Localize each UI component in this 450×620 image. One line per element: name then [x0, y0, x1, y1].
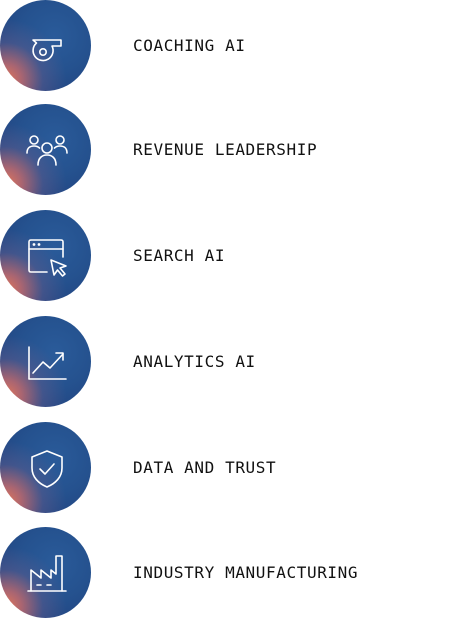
item-label: COACHING AI [133, 36, 246, 55]
item-label: ANALYTICS AI [133, 352, 256, 371]
list-item-coaching-ai[interactable]: COACHING AI [0, 0, 450, 92]
item-label: SEARCH AI [133, 246, 226, 265]
team-icon [26, 135, 68, 166]
list-item-data-and-trust[interactable]: DATA AND TRUST [0, 422, 450, 514]
shield-check-icon [31, 450, 63, 488]
item-label: REVENUE LEADERSHIP [133, 140, 318, 159]
whistle-icon [32, 39, 62, 62]
list-item-search-ai[interactable]: SEARCH AI [0, 210, 450, 302]
icon-badge [0, 104, 91, 195]
factory-icon [27, 555, 67, 592]
trend-chart-icon [28, 346, 67, 380]
icon-badge [0, 527, 91, 618]
list-item-analytics-ai[interactable]: ANALYTICS AI [0, 316, 450, 408]
icon-badge [0, 0, 91, 91]
browser-cursor-icon [28, 239, 67, 277]
icon-badge [0, 316, 91, 407]
item-label: INDUSTRY MANUFACTURING [133, 563, 359, 582]
icon-badge [0, 210, 91, 301]
list-item-revenue-leadership[interactable]: REVENUE LEADERSHIP [0, 104, 450, 196]
list-item-industry-manufacturing[interactable]: INDUSTRY MANUFACTURING [0, 527, 450, 619]
item-label: DATA AND TRUST [133, 458, 277, 477]
icon-badge [0, 422, 91, 513]
